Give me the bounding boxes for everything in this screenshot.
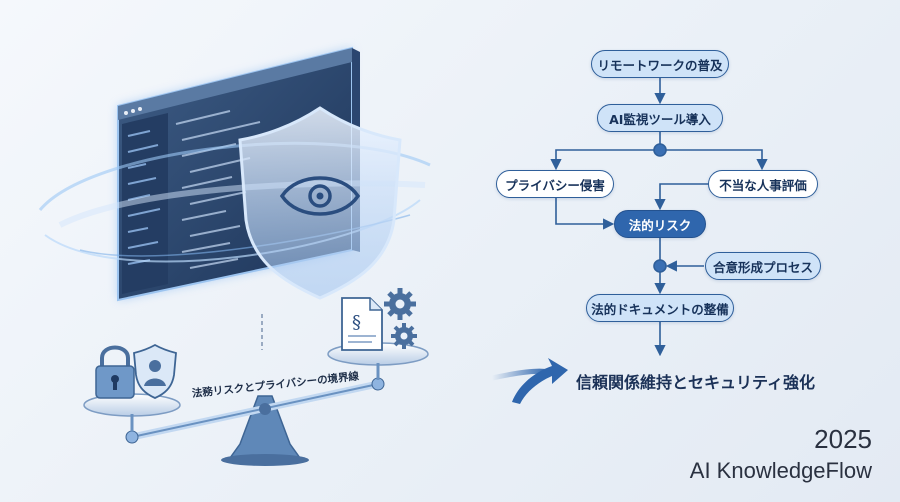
gear-icon xyxy=(384,288,416,320)
node-consensus-process: 合意形成プロセス xyxy=(705,252,821,280)
node-legal-risk: 法的リスク xyxy=(614,210,706,238)
edge-3-5 xyxy=(555,196,615,230)
swoosh-arrow-icon xyxy=(491,358,568,404)
node-remote-work: リモートワークの普及 xyxy=(591,50,729,78)
edge-4-5 xyxy=(654,183,730,211)
junction-1 xyxy=(653,143,667,157)
node-ai-monitoring: AI監視ツール導入 xyxy=(597,104,723,132)
footer-brand: AI KnowledgeFlow xyxy=(689,458,872,483)
node-unfair-evaluation: 不当な人事評価 xyxy=(708,170,818,198)
edge-j-4 xyxy=(666,149,768,171)
footer-year: 2025 xyxy=(814,424,872,454)
svg-text:§: § xyxy=(352,312,361,333)
security-illustration: § xyxy=(38,46,431,466)
balance-scale xyxy=(83,342,429,466)
legal-document-icon: § xyxy=(341,297,383,351)
edge-j-3 xyxy=(550,149,654,171)
lock-icon xyxy=(95,345,135,399)
gear-icon xyxy=(391,323,417,349)
junction-2 xyxy=(653,259,667,273)
node-legal-documents: 法的ドキュメントの整備 xyxy=(586,294,734,322)
node-privacy-violation: プライバシー侵害 xyxy=(496,170,614,198)
shield-eye-icon xyxy=(238,106,402,300)
conclusion-text: 信頼関係維持とセキュリティ強化 xyxy=(576,373,816,392)
user-shield-icon xyxy=(133,343,177,399)
